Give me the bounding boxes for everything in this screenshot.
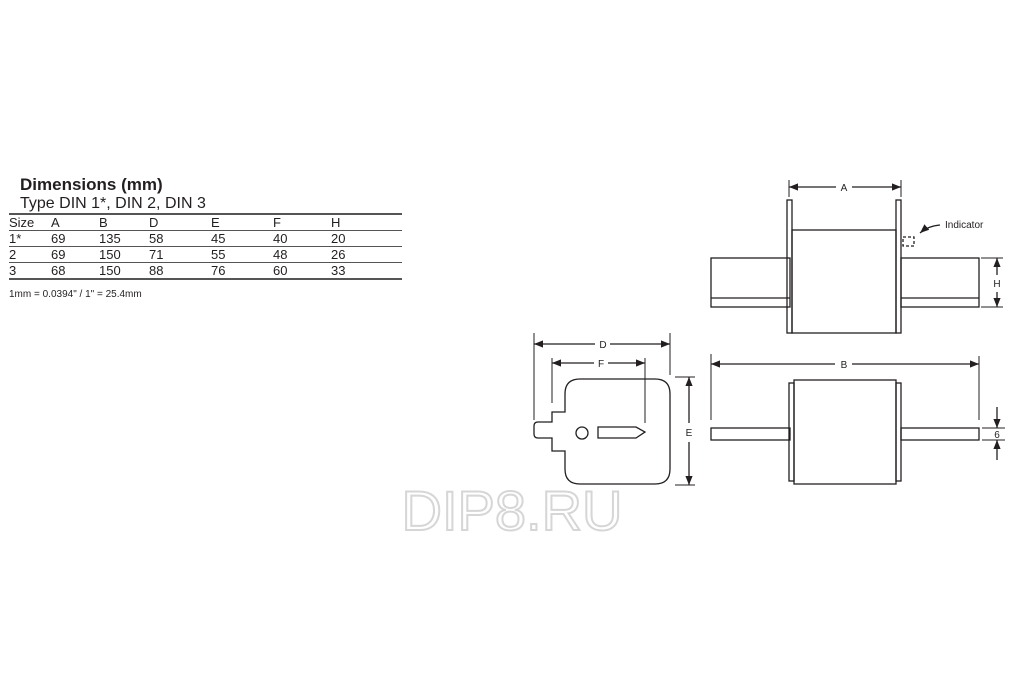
dimensions-title: Dimensions (mm) — [20, 175, 163, 194]
cell: 88 — [149, 262, 211, 280]
header-cell: H — [331, 213, 402, 231]
cell: 71 — [149, 246, 211, 263]
label-h: H — [993, 279, 1000, 290]
end-view — [533, 333, 695, 486]
cell: 40 — [273, 230, 331, 247]
cell: 68 — [51, 262, 99, 280]
cell: 58 — [149, 230, 211, 247]
cell: 20 — [331, 230, 402, 247]
cell: 69 — [51, 246, 99, 263]
cell: 135 — [99, 230, 149, 247]
header-cell: B — [99, 213, 149, 231]
cell: 2 — [9, 246, 51, 263]
table-header: Size A B D E F H — [9, 213, 402, 231]
cell: 1* — [9, 230, 51, 247]
label-e: E — [686, 428, 693, 439]
cell: 150 — [99, 262, 149, 280]
cell: 48 — [273, 246, 331, 263]
header-cell: E — [211, 213, 273, 231]
cell: 3 — [9, 262, 51, 280]
cell: 60 — [273, 262, 331, 280]
conversion-note: 1mm = 0.0394" / 1" = 25.4mm — [9, 289, 142, 300]
side-view — [710, 354, 1005, 485]
top-view — [710, 180, 1003, 334]
indicator-label: Indicator — [945, 220, 984, 231]
cell: 33 — [331, 262, 402, 280]
label-f: F — [598, 359, 604, 370]
cell: 26 — [331, 246, 402, 263]
header-cell: Size — [9, 213, 51, 231]
label-b: B — [841, 360, 848, 371]
type-subtitle: Type DIN 1*, DIN 2, DIN 3 — [20, 195, 206, 212]
cell: 69 — [51, 230, 99, 247]
header-cell: D — [149, 213, 211, 231]
label-d: D — [599, 340, 606, 351]
cell: 45 — [211, 230, 273, 247]
cell: 55 — [211, 246, 273, 263]
cell: 150 — [99, 246, 149, 263]
header-cell: A — [51, 213, 99, 231]
cell: 76 — [211, 262, 273, 280]
label-6: 6 — [994, 430, 1000, 441]
watermark: DIP8.RU — [402, 479, 623, 542]
header-cell: F — [273, 213, 331, 231]
label-a: A — [841, 183, 848, 194]
